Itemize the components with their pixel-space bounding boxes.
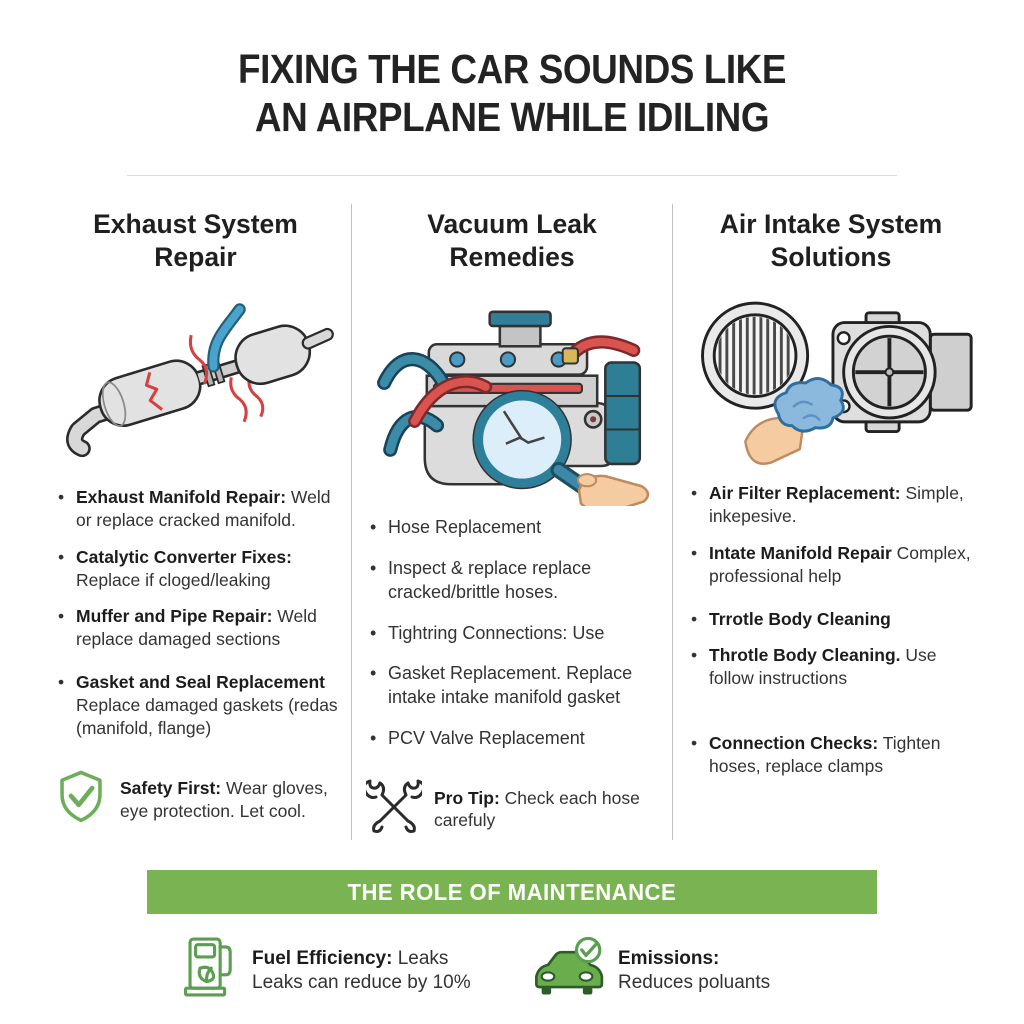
bullet-lead: Intate Manifold Repair	[709, 542, 892, 563]
exhaust-bullet-list: Exhaust Manifold Repair: Weld or replace…	[52, 486, 339, 740]
title-divider	[127, 175, 897, 177]
note-lead: Safety First:	[120, 778, 222, 799]
column-header: Exhaust System Repair	[93, 209, 298, 273]
column-exhaust-system: Exhaust System Repair	[40, 204, 351, 840]
bullet-text: PCV Valve Replacement	[388, 727, 585, 748]
bullet-lead: Catalytic Converter Fixes:	[76, 546, 292, 567]
shield-check-icon	[54, 768, 108, 832]
bullet-text: Replace damaged gaskets (redas (manifold…	[76, 695, 338, 739]
bullet-lead: Connection Checks:	[709, 733, 879, 753]
list-item: Gasket Replacement. Replace intake intak…	[368, 662, 660, 710]
footer-item-line2: Reduces poluants	[618, 972, 771, 994]
column-header: Vacuum Leak Remedies	[427, 209, 597, 273]
list-item: Exhaust Manifold Repair: Weld or replace…	[56, 486, 339, 532]
bullet-lead: Trrotle Body Cleaning	[709, 608, 891, 629]
vacuum-bullet-list: Hose Replacement Inspect & replace repla…	[364, 516, 660, 750]
column-air-intake: Air Intake System Solutions	[672, 204, 989, 841]
note-text: Pro Tip: Check each hose carefuly	[434, 787, 660, 833]
vacuum-illustration	[364, 284, 660, 510]
bullet-lead: Throtle Body Cleaning.	[709, 644, 901, 665]
maintenance-banner: THE ROLE OF MAINTENANCE	[147, 870, 877, 915]
page-title-line1: FIXING THE CAR SOUNDS LIKE	[238, 46, 786, 92]
footer-item-emissions: Emissions: Reduces poluants	[512, 932, 942, 1010]
bullet-text: Hose Replacement	[388, 517, 542, 538]
bullet-text: Weld or replace cracked manifold.	[76, 487, 331, 531]
footer-item-lead: Emissions:	[618, 947, 720, 969]
footer-item-fuel-efficiency: Fuel Efficiency: Leaks Leaks can reduce …	[82, 932, 512, 1010]
bullet-lead: Muffer and Pipe Repair:	[76, 605, 273, 626]
footer-item-line2: Leaks can reduce by 10%	[252, 972, 471, 994]
bullet-text: Weld replace damaged sections	[76, 605, 317, 649]
list-item: Connection Checks: Tighten hoses, replac…	[689, 732, 977, 778]
pro-tip-note: Pro Tip: Check each hose carefuly	[362, 779, 660, 841]
bullet-text: Replace if cloged/leaking	[76, 569, 271, 590]
bullet-text: Tightring Connections: Use	[388, 622, 605, 643]
columns-container: Exhaust System Repair	[40, 204, 984, 841]
bullet-text: Complex, professional help	[709, 542, 971, 586]
page-title: FIXING THE CAR SOUNDS LIKE AN AIRPLANE W…	[51, 46, 973, 141]
list-item: Throtle Body Cleaning. Use follow instru…	[689, 644, 977, 690]
note-body: Check each hose carefuly	[434, 787, 640, 831]
bullet-text: Use follow instructions	[709, 644, 937, 688]
footer-item-text: Emissions: Reduces poluants	[618, 947, 770, 996]
list-item: Intate Manifold Repair Complex, professi…	[689, 542, 977, 588]
safety-note: Safety First: Wear gloves, eye protectio…	[52, 768, 339, 832]
engine-vacuum-inspection-illustration	[377, 310, 650, 507]
note-body: Wear gloves, eye protection. Let cool.	[120, 778, 328, 822]
maintenance-banner-title: THE ROLE OF MAINTENANCE	[347, 878, 677, 905]
bullet-text: Gasket Replacement. Replace intake intak…	[388, 663, 633, 708]
bullet-text: Inspect & replace replace cracked/brittl…	[388, 558, 592, 602]
exhaust-system-illustration	[66, 303, 334, 458]
bullet-text: Tighten hoses, replace clamps	[709, 733, 941, 777]
list-item: PCV Valve Replacement	[368, 727, 660, 751]
bullet-lead: Air Filter Replacement:	[709, 483, 901, 504]
footer-item-text: Fuel Efficiency: Leaks Leaks can reduce …	[252, 947, 471, 996]
air-intake-bullet-list: Air Filter Replacement: Simple, inkepesi…	[685, 482, 977, 778]
car-check-icon	[530, 936, 604, 1006]
column-vacuum-leak: Vacuum Leak Remedies	[351, 204, 672, 841]
bullet-lead: Gasket and Seal Replacement	[76, 671, 325, 692]
column-header: Air Intake System Solutions	[719, 209, 943, 273]
air-intake-illustration	[685, 284, 977, 476]
footer-items: Fuel Efficiency: Leaks Leaks can reduce …	[82, 932, 942, 1010]
fuel-pump-icon	[180, 932, 238, 1010]
page-title-line2: AN AIRPLANE WHILE IDILING	[254, 93, 770, 140]
exhaust-illustration	[52, 284, 339, 480]
list-item: Inspect & replace replace cracked/brittl…	[368, 557, 660, 605]
list-item: Air Filter Replacement: Simple, inkepesi…	[689, 482, 977, 528]
bullet-text: Simple, inkepesive.	[709, 483, 964, 527]
air-filter-throttle-body-illustration	[701, 301, 973, 466]
note-text: Safety First: Wear gloves, eye protectio…	[120, 777, 339, 823]
crossed-wrenches-icon	[362, 779, 426, 841]
list-item: Catalytic Converter Fixes: Replace if cl…	[56, 546, 339, 592]
list-item: Trrotle Body Cleaning	[689, 608, 977, 631]
footer-item-line1: Leaks	[392, 947, 449, 969]
list-item: Hose Replacement	[368, 516, 660, 540]
note-lead: Pro Tip:	[434, 787, 500, 808]
list-item: Gasket and Seal Replacement Replace dama…	[56, 671, 339, 740]
footer-item-lead: Fuel Efficiency:	[252, 947, 393, 969]
list-item: Muffer and Pipe Repair: Weld replace dam…	[56, 605, 339, 651]
list-item: Tightring Connections: Use	[368, 622, 660, 646]
bullet-lead: Exhaust Manifold Repair:	[76, 487, 287, 508]
